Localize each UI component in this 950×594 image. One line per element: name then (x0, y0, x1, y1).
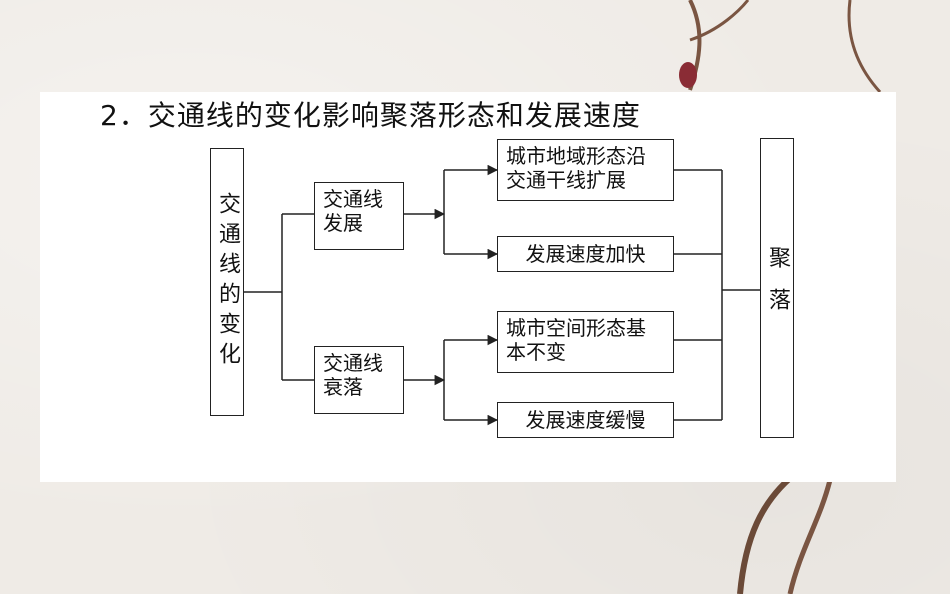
node-outcome1: 城市地域形态沿交通干线扩展 (497, 139, 674, 201)
node-outcome2: 发展速度加快 (497, 236, 674, 272)
node-result-label: 聚落 (765, 246, 790, 330)
node-develop-label: 交通线发展 (323, 187, 383, 235)
node-result: 聚落 (760, 138, 794, 438)
node-outcome1-label: 城市地域形态沿交通干线扩展 (506, 144, 646, 192)
diagram-panel (40, 92, 896, 482)
node-outcome4: 发展速度缓慢 (497, 402, 674, 438)
node-outcome4-label: 发展速度缓慢 (525, 408, 646, 432)
node-outcome3-label: 城市空间形态基本不变 (506, 316, 646, 364)
node-outcome2-label: 发展速度加快 (525, 242, 646, 266)
node-decline: 交通线衰落 (314, 346, 404, 414)
node-outcome3: 城市空间形态基本不变 (497, 311, 674, 373)
node-decline-label: 交通线衰落 (323, 351, 383, 399)
node-develop: 交通线发展 (314, 182, 404, 250)
node-root: 交通线的变化 (210, 148, 244, 416)
page-title: 2．交通线的变化影响聚落形态和发展速度 (100, 99, 641, 132)
node-root-label: 交通线的变化 (215, 192, 240, 372)
